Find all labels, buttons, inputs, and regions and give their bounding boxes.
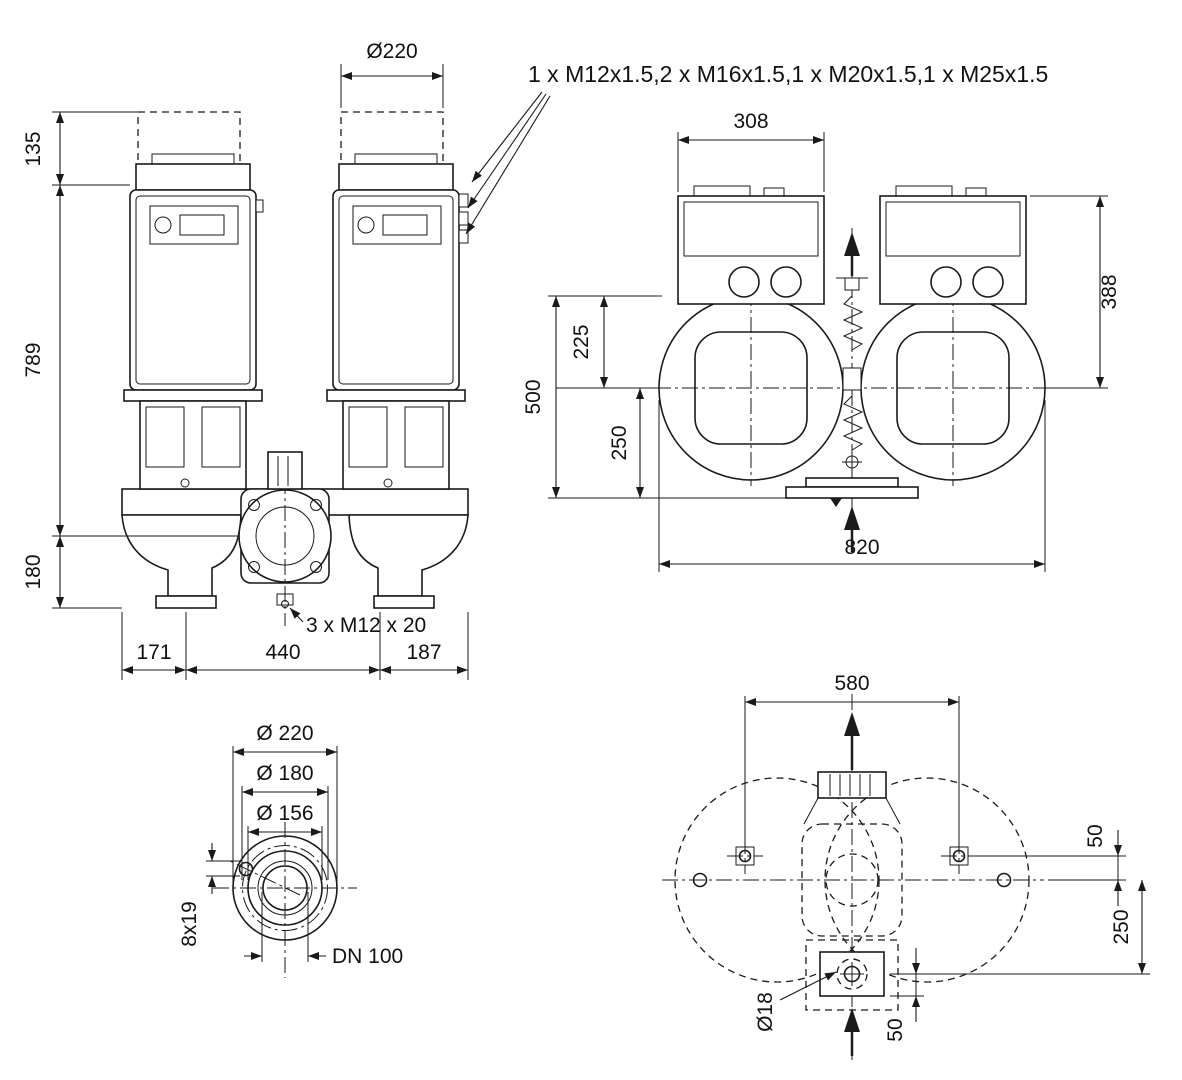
dim-label: 308	[733, 110, 768, 133]
dim-bottom-widths: 171 440 187	[121, 612, 469, 680]
dim-label: 50	[884, 1018, 907, 1041]
display-window	[352, 205, 442, 245]
dim-label: 820	[844, 536, 879, 559]
gland-annotation: 1 x M12x1.5,2 x M16x1.5,1 x M20x1.5,1 x …	[465, 61, 1048, 235]
dim-label: 8x19	[178, 901, 201, 947]
bolt-slot	[238, 861, 254, 877]
dim-label: 250	[1110, 909, 1133, 944]
anchor-hole-left	[692, 872, 708, 888]
support-mark-icon	[830, 498, 842, 507]
plug-note: 3 x M12 x 20	[289, 607, 426, 637]
dim-bolt-circle-dia: Ø 180	[241, 762, 329, 880]
motor-outline-left	[674, 777, 880, 983]
discharge-flange	[803, 712, 901, 825]
dim-vfd-width: 308	[677, 110, 825, 192]
dim-pump-height: 789	[22, 185, 239, 537]
dim-label: 250	[608, 425, 631, 460]
vfd-box-right	[879, 185, 1027, 305]
dim-overall-depth: 500	[522, 296, 806, 499]
lantern	[342, 400, 450, 490]
vent-fan-icon	[972, 266, 1004, 298]
dim-raised-face-dia: Ø 156	[247, 802, 323, 880]
dim-label: 500	[522, 379, 545, 414]
display-window	[149, 205, 239, 245]
button-icon	[357, 216, 375, 234]
dim-label: 135	[22, 131, 45, 166]
foot-bolt-left	[727, 838, 763, 874]
motor-cap	[338, 163, 454, 191]
cable-gland-plate	[458, 193, 469, 244]
dim-depth-to-axis: 388	[1030, 195, 1121, 389]
dim-label: 789	[22, 342, 45, 377]
suction-flange	[805, 939, 899, 1056]
plan-view: 308 388 225 500 250 820	[522, 110, 1121, 572]
dim-nominal-dia: DN 100	[244, 892, 403, 968]
flow-arrow-up-icon	[844, 712, 860, 736]
vent-fan-icon	[930, 266, 962, 298]
pump-casing	[121, 451, 469, 626]
base-bracket	[785, 477, 919, 552]
left-foot	[155, 595, 217, 609]
dim-label: 225	[570, 324, 593, 359]
dim-label: Ø 180	[256, 762, 313, 785]
dim-bolt-offset: 50	[969, 824, 1126, 906]
casing-outline	[801, 823, 903, 937]
dim-label: Ø 156	[256, 802, 313, 825]
center-valve-assembly	[836, 228, 868, 548]
dim-label: Ø220	[366, 40, 417, 63]
dim-port-offset: 50	[884, 948, 924, 1042]
motor-outline-right	[824, 777, 1030, 983]
dim-label-right-offset: 187	[406, 641, 441, 664]
anchor-hole-right	[996, 872, 1012, 888]
footprint-view: 580 50 250 Ø18 50	[662, 672, 1150, 1060]
dim-slot-size: 8x19	[178, 843, 240, 947]
dim-axis-to-base: 250	[608, 388, 644, 498]
plug-note-label: 3 x M12 x 20	[306, 614, 426, 637]
front-view: Ø220 135 789 180 171 440 187	[22, 40, 469, 680]
vfd-box-left	[677, 185, 825, 305]
gland-note-label: 1 x M12x1.5,2 x M16x1.5,1 x M20x1.5,1 x …	[528, 61, 1048, 87]
dim-label: 388	[1098, 274, 1121, 309]
vent-fan-icon	[728, 266, 760, 298]
dim-label-port-distance: 440	[265, 641, 300, 664]
dim-motor-clearance-dia: Ø220	[340, 40, 444, 108]
dim-label-left-offset: 171	[136, 641, 171, 664]
dim-base-height: 180	[22, 536, 122, 609]
right-foot	[373, 595, 435, 609]
dim-label: Ø 220	[256, 722, 313, 745]
dim-hole-dia: Ø18	[754, 971, 837, 1032]
lantern	[139, 400, 247, 490]
motor-cap	[135, 163, 251, 191]
display-icon	[179, 214, 225, 236]
dim-bolt-span: 580	[744, 672, 960, 840]
flow-arrow-up-icon	[844, 1008, 860, 1032]
dim-motor-top-to-axis: 225	[548, 295, 662, 389]
center-connector	[267, 451, 303, 490]
flange-view: Ø 220 Ø 180 Ø 156 8x19 DN 100	[178, 722, 403, 978]
dim-label: 580	[834, 672, 869, 695]
motor-1	[123, 111, 264, 490]
dim-axis-to-port: 250	[890, 880, 1150, 975]
flow-arrow-up-icon	[844, 232, 860, 256]
dim-label: 180	[22, 554, 45, 589]
button-icon	[154, 216, 172, 234]
display-icon	[382, 214, 428, 236]
flow-arrow-up-icon	[844, 506, 860, 530]
dim-label: 50	[1084, 824, 1107, 847]
dim-overall-width: 820	[658, 400, 1046, 572]
dim-label: Ø18	[754, 992, 777, 1032]
motor-2	[326, 111, 469, 490]
vent-fan-icon	[770, 266, 802, 298]
dim-clearance-height: 135	[22, 111, 138, 186]
dim-label: DN 100	[332, 945, 403, 968]
